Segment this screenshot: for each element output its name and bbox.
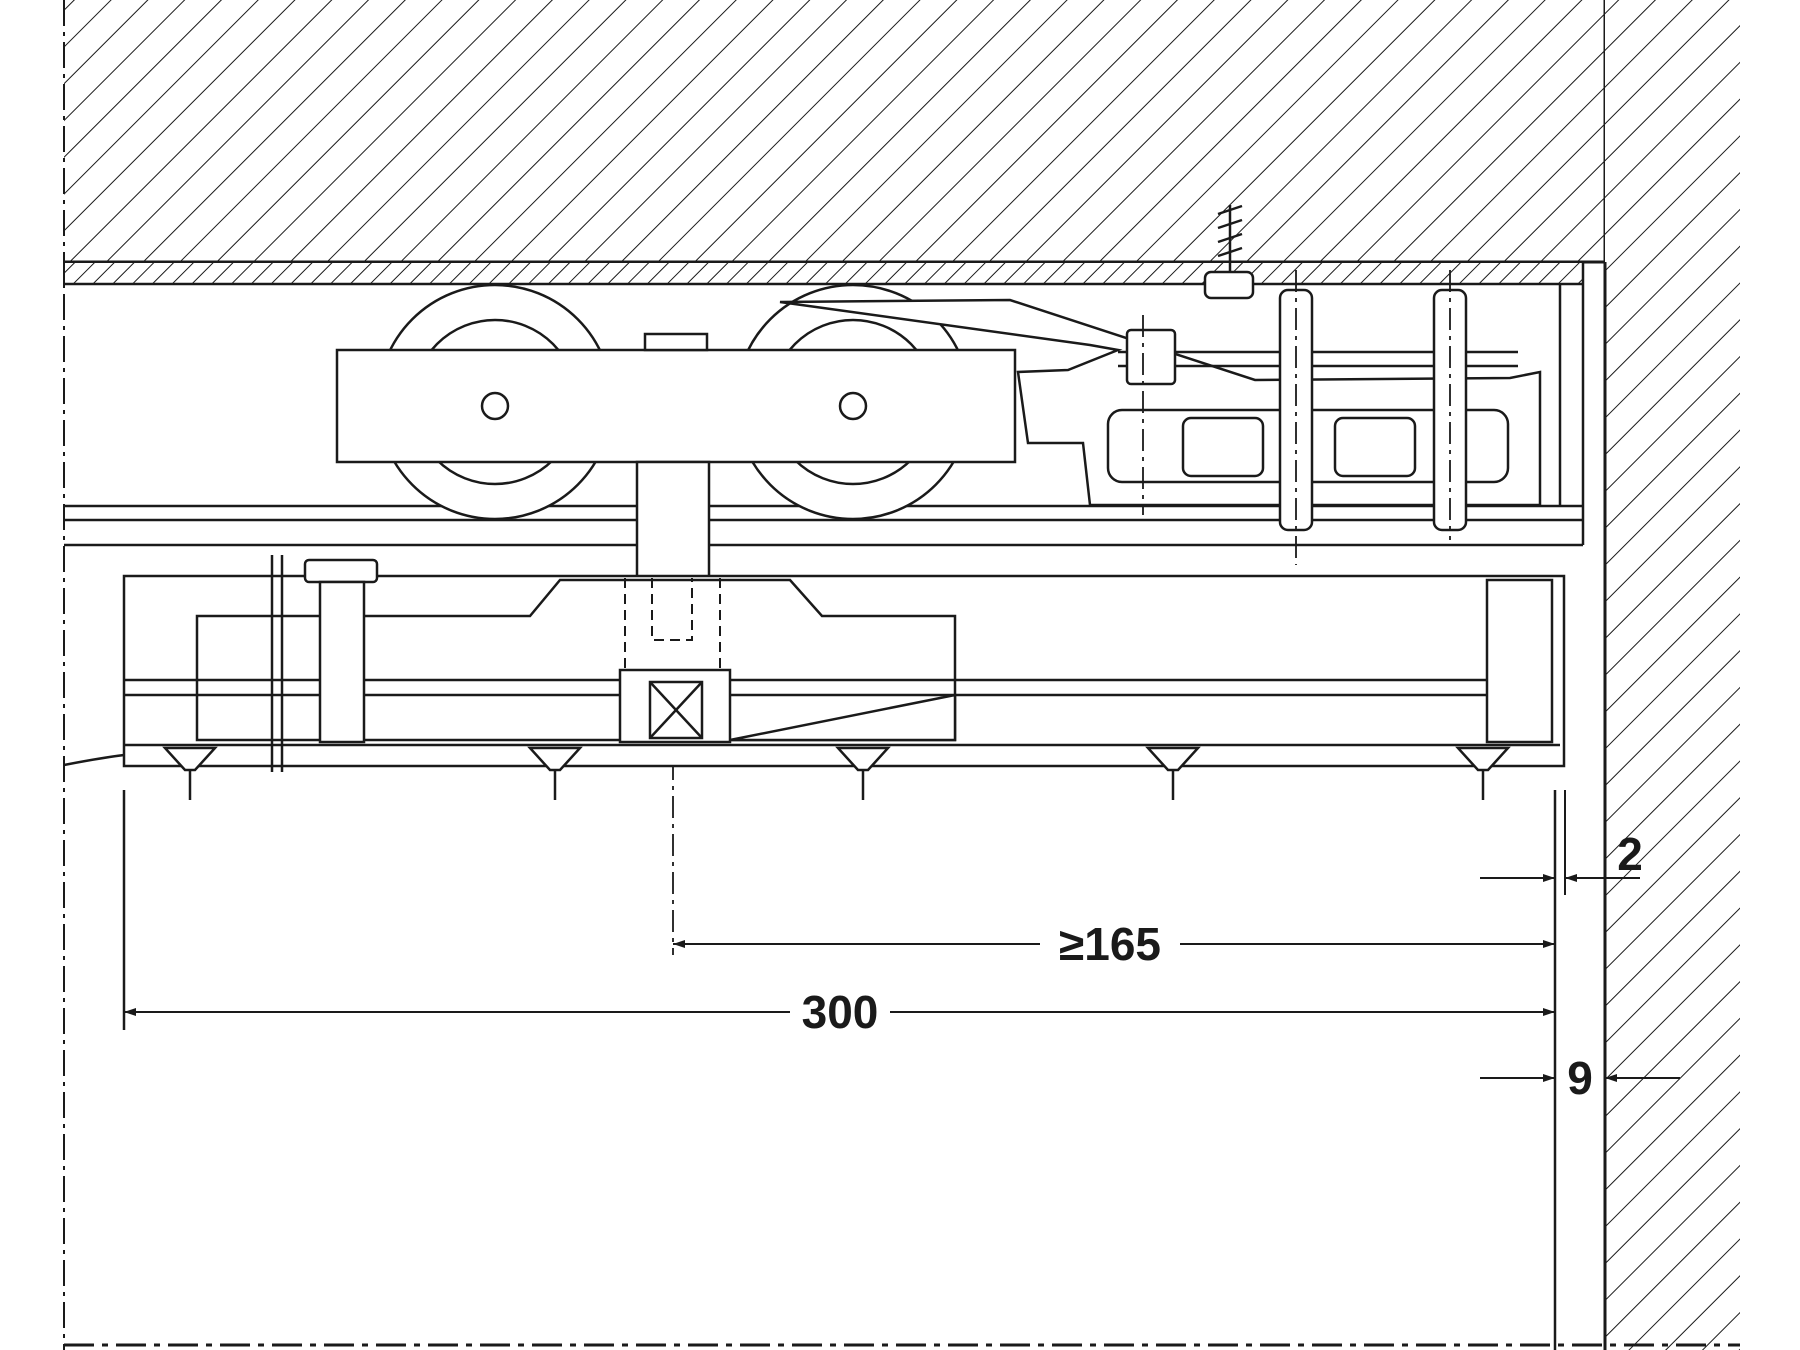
guide-pins [1125,270,1468,532]
hidden-lines [624,578,721,670]
mounting-plate [63,261,1584,285]
ceiling-section [64,0,1607,264]
dimension-lines [124,790,1680,1082]
dimension-165-label: ≥165 [1059,918,1161,970]
door-panel [63,753,1557,1350]
dimension-2-label: 2 [1617,828,1643,880]
roller-carriage [335,332,1017,580]
ceiling-screw [1217,204,1243,272]
adjusting-screw [270,555,379,772]
door-fixing-screws [162,746,1511,800]
dimension-300-label: 300 [802,986,879,1038]
side-wall-section [1603,0,1740,1350]
dimension-9-label: 9 [1567,1052,1593,1104]
